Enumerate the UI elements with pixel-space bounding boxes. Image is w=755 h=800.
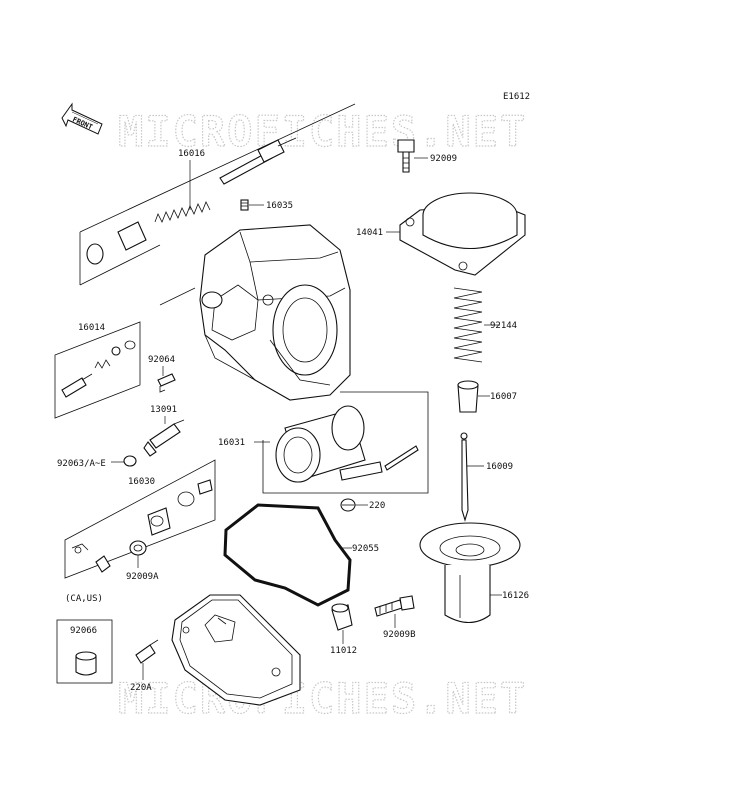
note-ca-us: (CA,US) [65,594,103,604]
part-220A-plug [135,639,159,664]
part-number-92009A: 92009A [126,572,159,582]
part-number-92144: 92144 [490,321,517,331]
group-frame-92066 [56,619,113,684]
part-number-16035: 16035 [266,201,293,211]
part-number-220: 220 [369,501,385,511]
part-220-plug [340,498,356,512]
part-number-16126: 16126 [502,591,529,601]
part-number-14041: 14041 [356,228,383,238]
leader-body [159,287,196,306]
part-number-16016: 16016 [178,149,205,159]
part-16126-chamber [419,522,521,624]
watermark-top: MICROFICHES.NET [118,107,527,156]
part-number-16007: 16007 [490,392,517,402]
part-number-220A: 220A [130,683,152,693]
group-frame-16031 [262,391,429,494]
float-bowl [171,594,301,706]
part-92009-screw [397,139,415,173]
part-number-16030: 16030 [128,477,155,487]
part-number-16031: 16031 [218,438,245,448]
part-16031-throttle-valve [275,405,419,483]
part-16014-screw-set [61,340,136,398]
part-92009B-screw [374,595,415,617]
part-92144-spring [453,287,483,363]
watermark-bottom: MICROFICHES.NET [118,674,527,723]
part-number-92009: 92009 [430,154,457,164]
part-16009-needle [460,432,469,522]
carburetor-body [199,224,351,401]
part-number-92055: 92055 [352,544,379,554]
group-frame-16014 [54,321,141,419]
diagram-code: E1612 [503,92,530,102]
group-frame-16016 [79,103,356,286]
front-arrow-icon: FRONT [61,102,103,135]
part-number-16009: 16009 [486,462,513,472]
part-92055-gasket [223,503,352,607]
part-16035-jet [240,199,249,211]
part-number-92064: 92064 [148,355,175,365]
part-16030-pump-set [71,479,213,573]
part-92064-screw [157,373,176,393]
part-14041-cover [399,192,526,276]
part-16007-holder [457,380,479,413]
part-16016-plunger [86,137,297,265]
part-13091-valve [143,419,185,457]
part-number-11012: 11012 [330,646,357,656]
part-92066-cap [75,651,97,676]
group-frame-16030 [64,459,216,579]
part-number-13091: 13091 [150,405,177,415]
part-number-92009B: 92009B [383,630,416,640]
part-number-92063: 92063/A~E [57,459,106,469]
part-number-16014: 16014 [78,323,105,333]
part-92063-washer [123,455,137,467]
part-number-92066: 92066 [70,626,97,636]
part-11012-cap [331,603,353,631]
part-92009A-screw [129,540,147,556]
